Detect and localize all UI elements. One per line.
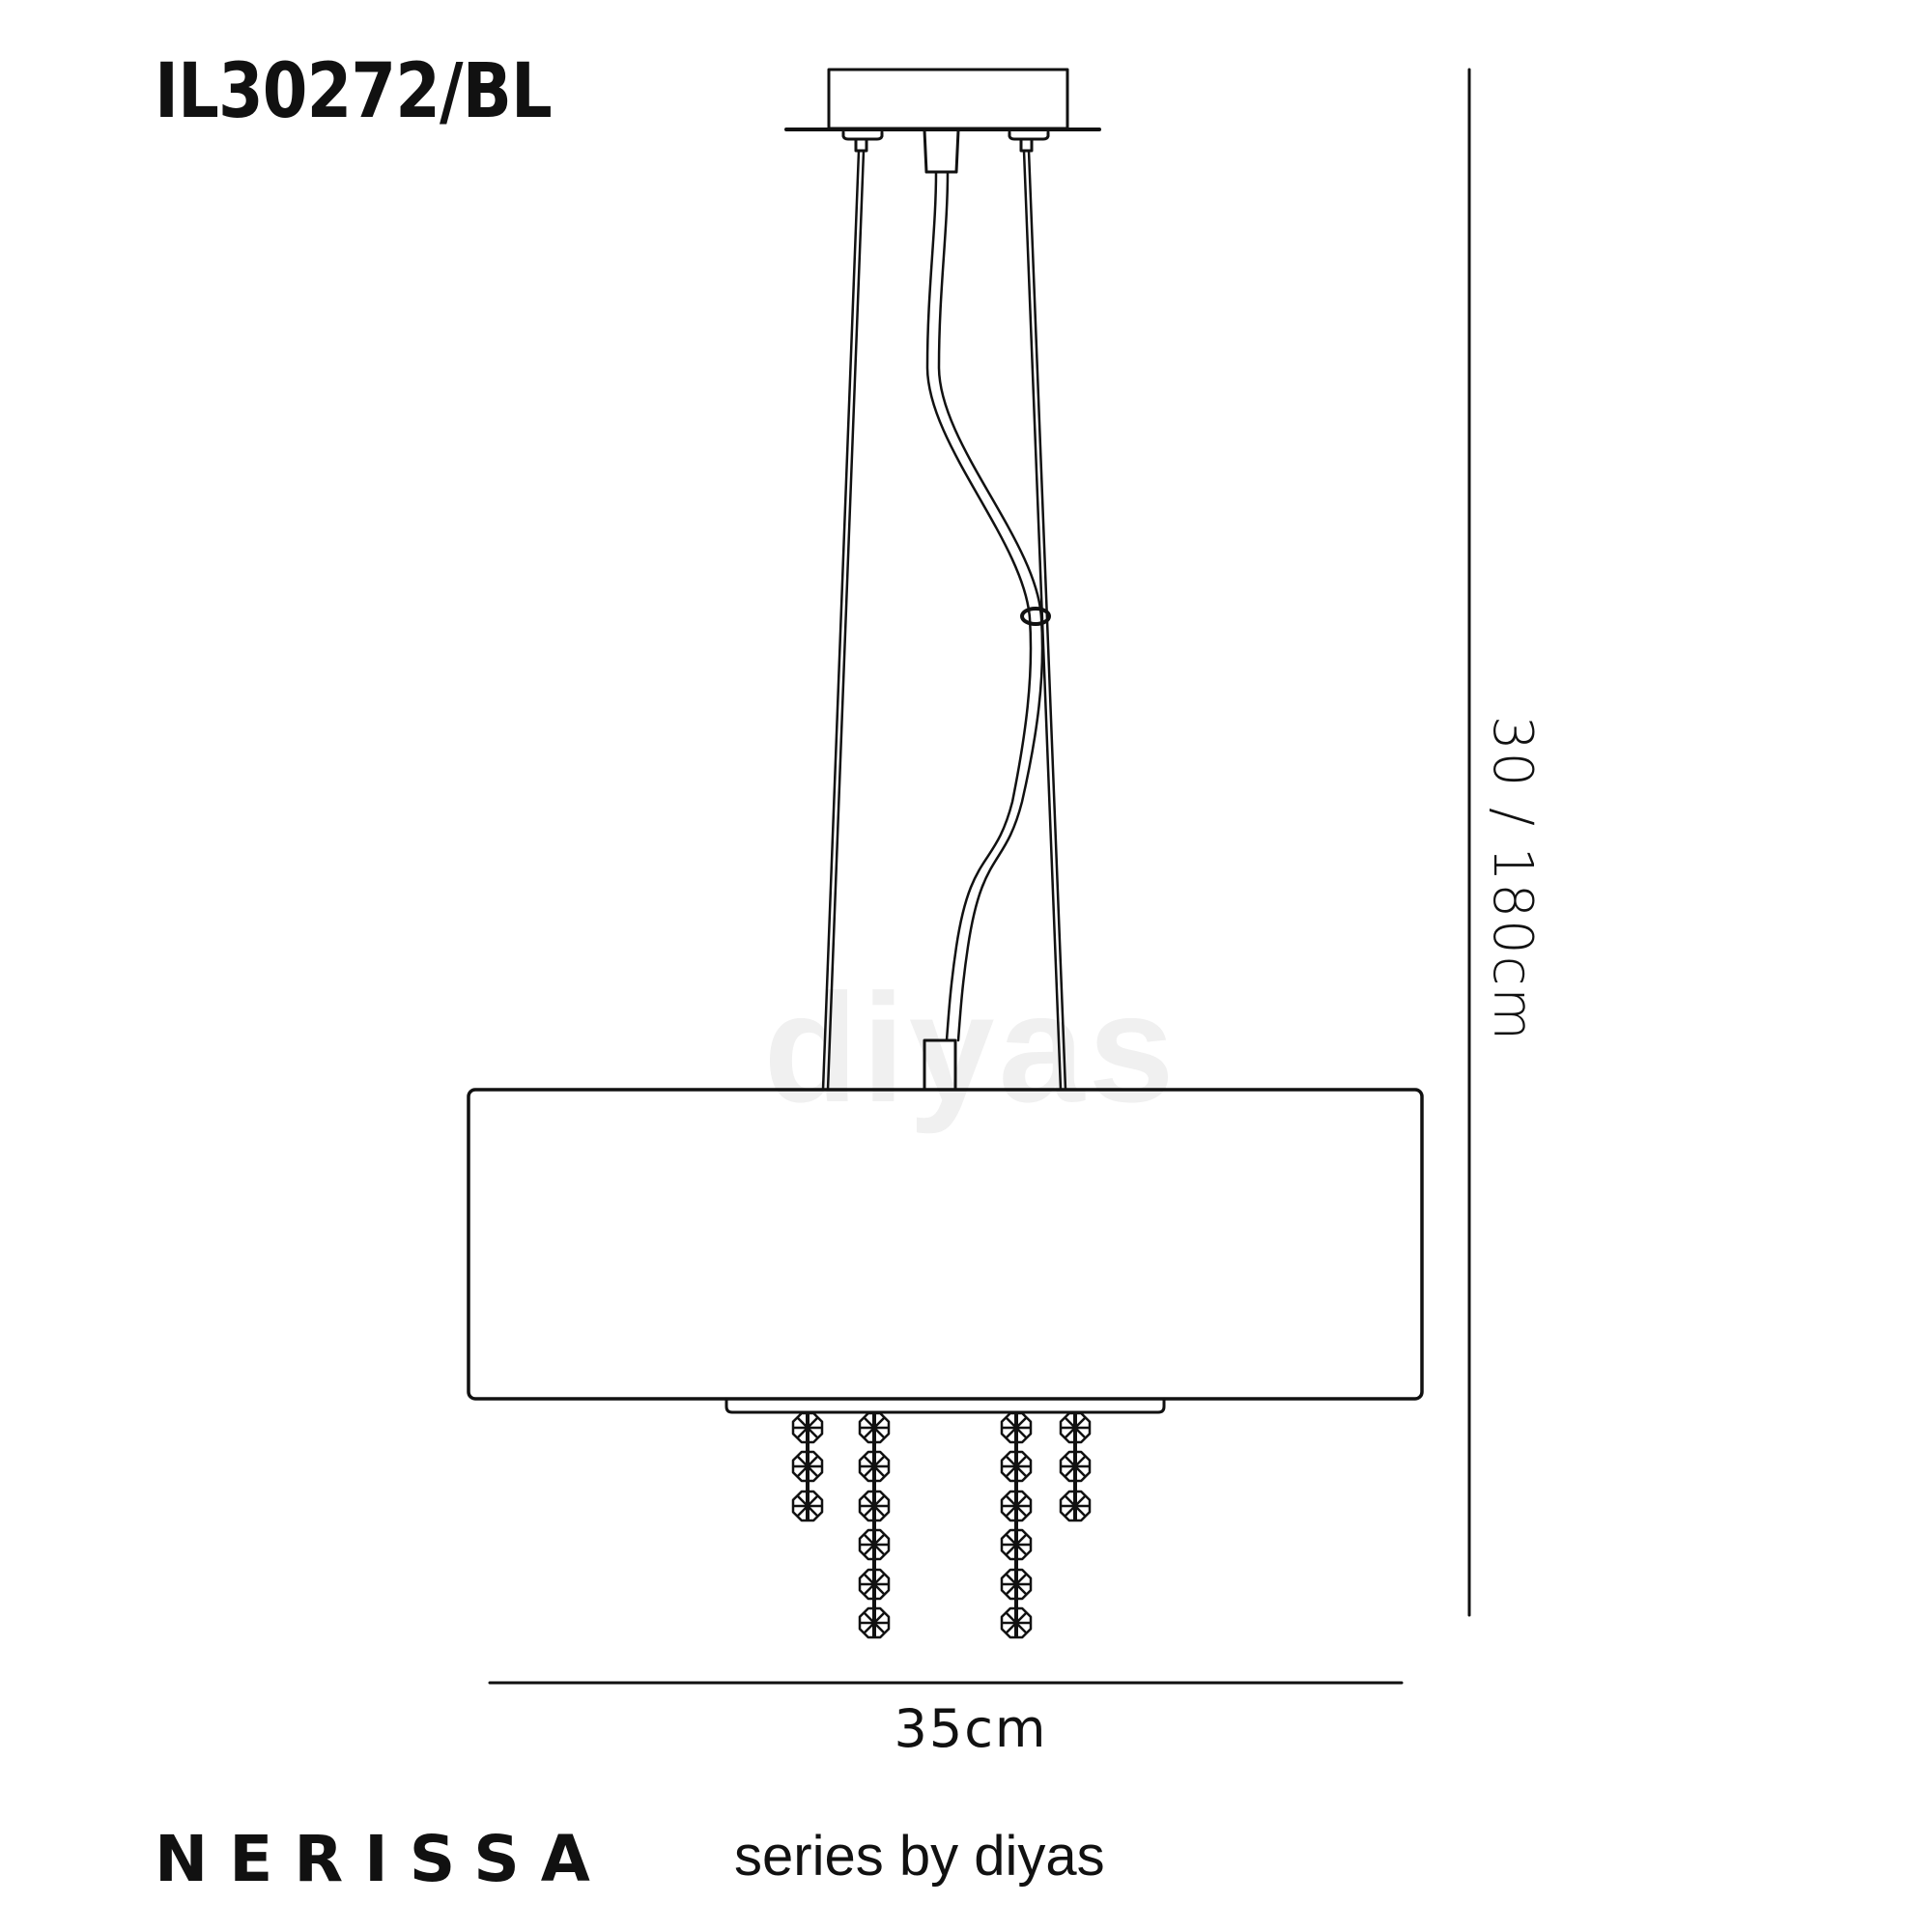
series-byline: series by diyas [734,1825,1105,1888]
crystal-strand-inner-right [1000,1411,1033,1639]
cable-top-clamp [923,128,960,174]
crystal-strand-inner-left [858,1411,891,1639]
height-dimension-label: 30 / 180cm [1481,716,1544,1042]
width-dimension-label: 35cm [894,1698,1048,1759]
series-name: NERISSA [155,1822,611,1896]
crystal-strand-far-left [791,1411,824,1522]
crystal-strand-far-right [1059,1411,1092,1522]
left-wire-anchor [841,130,884,153]
ceiling-canopy [784,68,1101,131]
right-wire-anchor [1008,130,1050,153]
cable-tie [1020,607,1051,626]
product-code: IL30272/BL [155,48,553,135]
diffuser-disc [724,1398,1166,1414]
cable-bottom-clamp [923,1038,957,1092]
lamp-shade [467,1088,1424,1401]
power-cable [925,170,1044,1042]
